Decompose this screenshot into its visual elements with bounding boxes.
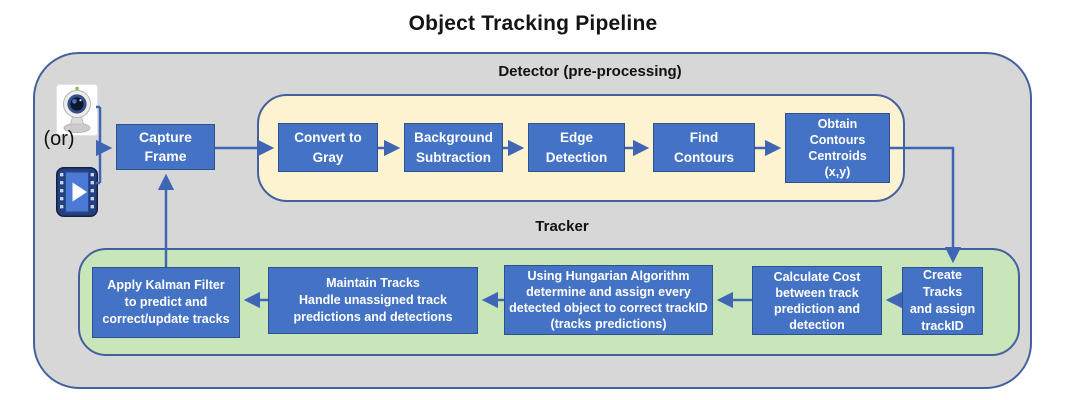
node-calculate-cost: Calculate Cost between track prediction … <box>752 266 882 335</box>
node-maintain-tracks: Maintain Tracks Handle unassigned track … <box>268 267 478 334</box>
node-apply-kalman-filter: Apply Kalman Filter to predict and corre… <box>92 267 240 338</box>
video-file-icon <box>56 167 98 217</box>
webcam-icon <box>56 84 98 136</box>
detector-section-label: Detector (pre-processing) <box>498 63 682 80</box>
node-edge-detection: Edge Detection <box>528 123 625 172</box>
node-obtain-contours-centroids: Obtain Contours Centroids (x,y) <box>785 113 890 183</box>
node-create-tracks: Create Tracks and assign trackID <box>902 267 983 335</box>
page-title: Object Tracking Pipeline <box>408 12 658 35</box>
node-capture-frame: Capture Frame <box>116 124 215 170</box>
node-convert-to-gray: Convert to Gray <box>278 123 378 172</box>
tracker-section-label: Tracker <box>535 218 589 235</box>
node-background-subtraction: Background Subtraction <box>404 123 503 172</box>
node-find-contours: Find Contours <box>653 123 755 172</box>
node-hungarian-algorithm: Using Hungarian Algorithm determine and … <box>504 265 713 335</box>
or-label: (or) <box>43 128 75 150</box>
